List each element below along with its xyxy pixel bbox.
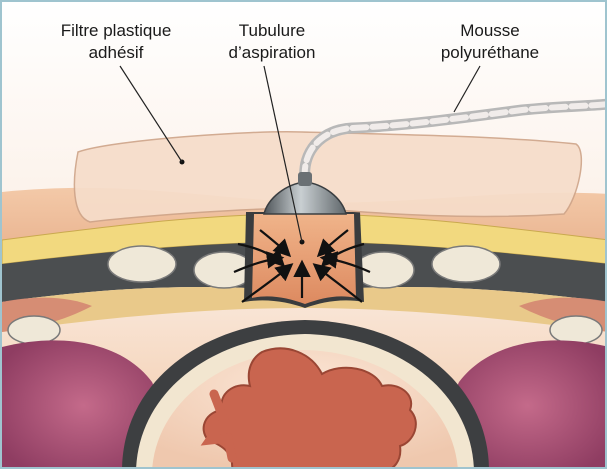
label-suction-tube-line2: d’aspiration: [202, 42, 342, 64]
label-polyurethane-foam-line2: polyuréthane: [420, 42, 560, 64]
polyurethane-foam: [252, 214, 356, 304]
suction-cup-port: [298, 172, 312, 186]
label-adhesive-filter-line2: adhésif: [36, 42, 196, 64]
label-suction-tube-line1: Tubulure: [202, 20, 342, 42]
label-polyurethane-foam-line1: Mousse: [420, 20, 560, 42]
label-polyurethane-foam: Mousse polyuréthane: [420, 20, 560, 64]
label-adhesive-filter: Filtre plastique adhésif: [36, 20, 196, 64]
label-suction-tube: Tubulure d’aspiration: [202, 20, 342, 64]
label-adhesive-filter-line1: Filtre plastique: [36, 20, 196, 42]
